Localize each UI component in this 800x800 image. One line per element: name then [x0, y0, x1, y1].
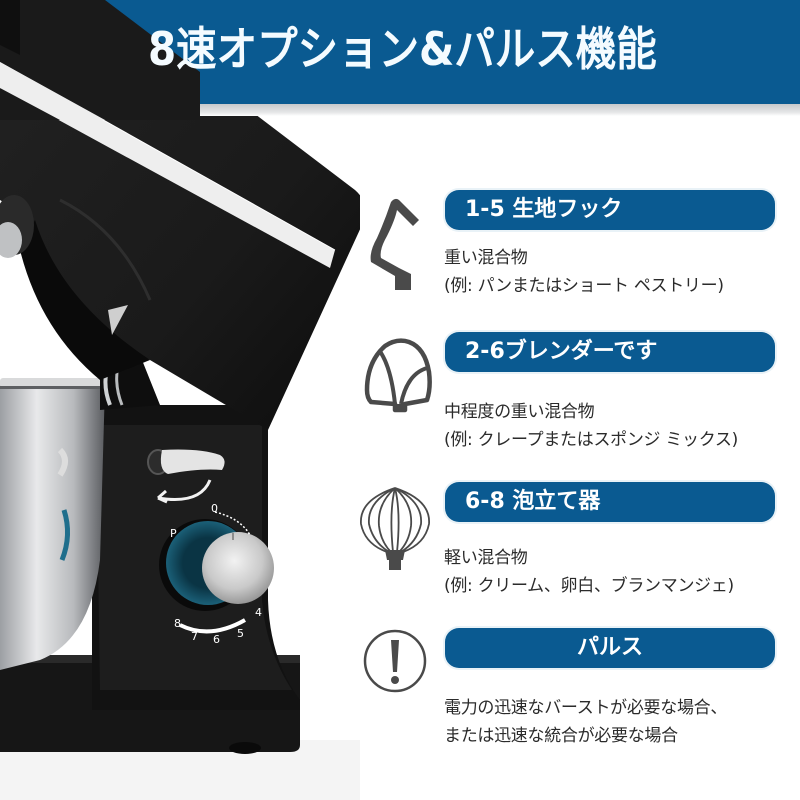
dial-label-6: 6	[213, 633, 220, 646]
whisk-icon	[360, 487, 430, 570]
dial-label-0: 0	[211, 502, 218, 515]
feature-title-dough-hook: 1-5 生地フック	[445, 190, 775, 230]
feature-desc-dough-hook: 重い混合物 (例: パンまたはショート ペストリー)	[444, 248, 724, 296]
stand-mixer-image: 0 P 8 7 6 5 4	[0, 0, 360, 800]
feature-title-flat-beater: 2-6ブレンダーです	[445, 332, 775, 372]
feature-title-whisk: 6-8 泡立て器	[445, 482, 775, 522]
dial-label-5: 5	[237, 627, 244, 640]
dial-label-7: 7	[191, 630, 198, 643]
stand-mixer-illustration: 0 P 8 7 6 5 4	[0, 0, 360, 800]
feature-flat-beater: 2-6ブレンダーです 中程度の重い混合物 (例: クレープまたはスポンジ ミック…	[355, 332, 800, 452]
dial-label-8: 8	[174, 617, 181, 630]
feature-dough-hook: 1-5 生地フック 重い混合物 (例: パンまたはショート ペストリー)	[355, 190, 800, 310]
mixer-head-overlap	[0, 0, 200, 120]
feature-desc-whisk: 軽い混合物 (例: クリーム、卵白、ブランマンジェ)	[444, 548, 734, 596]
dial-label-p: P	[170, 527, 177, 540]
page-title: 8速オプション&パルス機能	[148, 22, 657, 76]
dial-label-4: 4	[255, 606, 262, 619]
header-divider	[0, 104, 800, 116]
feature-desc-pulse: 電力の迅速なバーストが必要な場合、 または迅速な統合が必要な場合	[444, 698, 728, 746]
feature-pulse: パルス 電力の迅速なバーストが必要な場合、 または迅速な統合が必要な場合	[355, 628, 800, 758]
feature-desc-flat-beater: 中程度の重い混合物 (例: クレープまたはスポンジ ミックス)	[444, 402, 738, 450]
flat-beater-icon	[364, 338, 432, 413]
feature-whisk: 6-8 泡立て器 軽い混合物 (例: クリーム、卵白、ブランマンジェ)	[355, 482, 800, 602]
dough-hook-icon	[370, 198, 419, 290]
feature-title-pulse: パルス	[445, 628, 775, 668]
exclamation-icon	[363, 629, 427, 693]
